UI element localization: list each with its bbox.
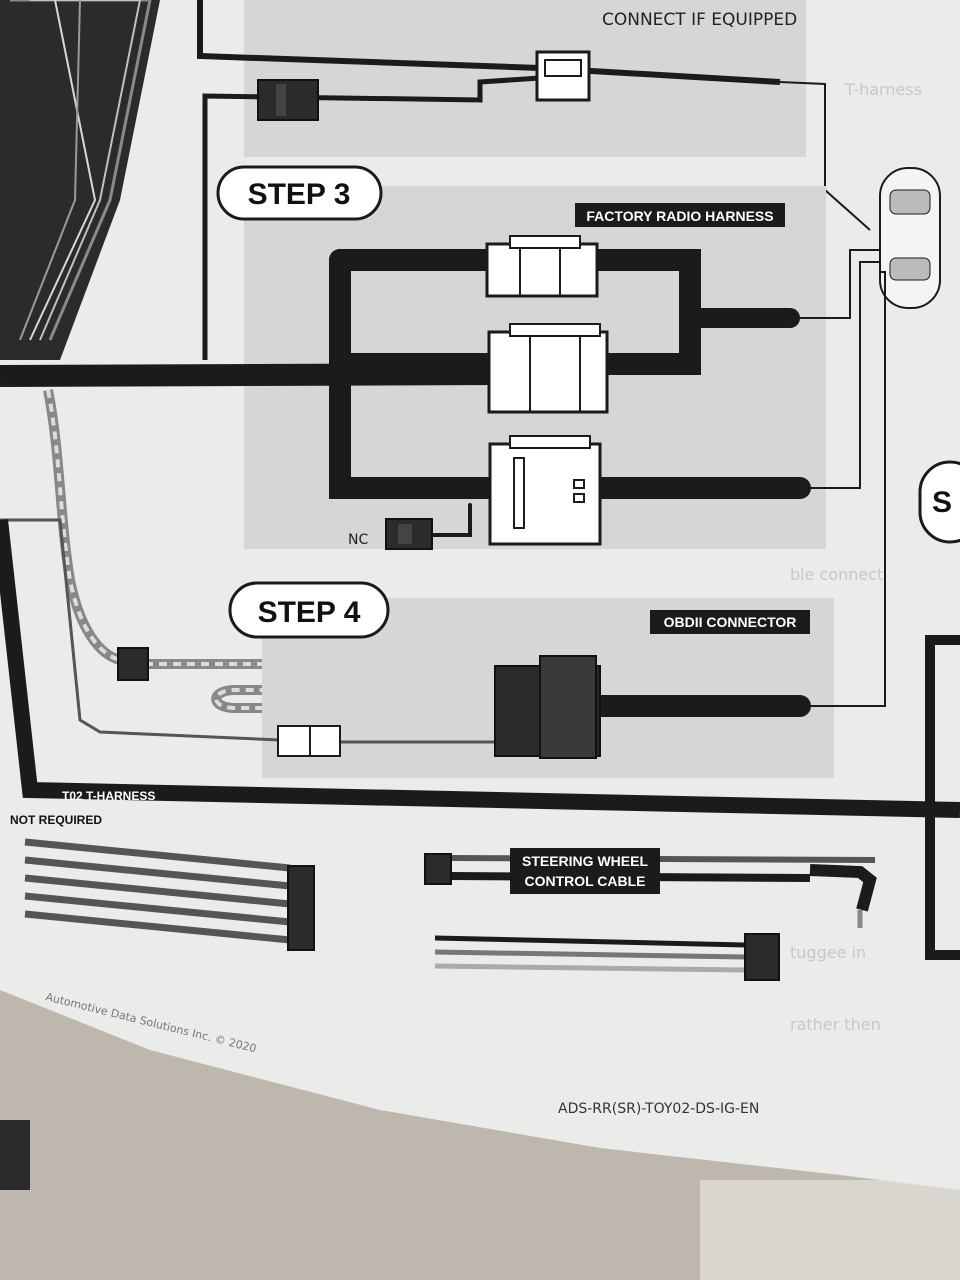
step3-badge [216,165,383,221]
bleed-through-texts: T-harness ble connect tuggee in rather t… [790,80,922,1034]
bleed-text-1: T-harness [844,80,922,99]
radio-connector-2 [487,323,609,414]
fanned-wire-bundle [0,0,160,360]
step4-badge [228,581,390,639]
steering-label-box [510,848,660,894]
bottom-small-harness [434,933,780,981]
not-required-wire-bundle [24,838,315,951]
step4-wires [0,271,886,744]
right-edge-panel [918,460,960,960]
step4-label: STEP 4 [258,596,361,629]
factory-radio-title-box [575,203,785,227]
step3-label: STEP 3 [248,178,351,211]
top-connector-white [535,50,591,102]
top-connector-black [257,79,319,121]
steering-label-line1: STEERING WHEEL [522,853,648,869]
t-harness-wire [0,519,960,818]
main-trunk-wire [0,363,501,387]
steering-label-line2: CONTROL CABLE [524,873,645,889]
paper-sheet [0,0,960,1190]
obdii-title-box [650,610,810,634]
radio-connector-3 [488,435,602,546]
nc-label: NC [348,532,368,548]
t-harness-label: T02 T-HARNESS [62,789,155,803]
connect-if-equipped-label: CONNECT IF EQUIPPED [602,10,797,30]
right-step-fragment: S [932,486,952,519]
dark-object [0,1120,30,1190]
small-white-connector [277,725,341,757]
box-background [700,1180,960,1280]
doc-code: ADS-RR(SR)-TOY02-DS-IG-EN [558,1101,759,1117]
not-required-label: NOT REQUIRED [10,813,102,827]
nc-connector [385,518,433,550]
bleed-text-2: ble connect [790,565,883,584]
obdii-connector [494,655,601,759]
obdii-title: OBDII CONNECTOR [664,614,797,630]
twisted-pair-connector [117,647,149,681]
car-icon [879,167,941,309]
top-wires [197,0,871,360]
factory-radio-title: FACTORY RADIO HARNESS [586,208,773,224]
bleed-text-3: tuggee in [790,943,866,962]
bleed-text-4: rather then [790,1015,881,1034]
radio-connector-1 [485,235,599,298]
